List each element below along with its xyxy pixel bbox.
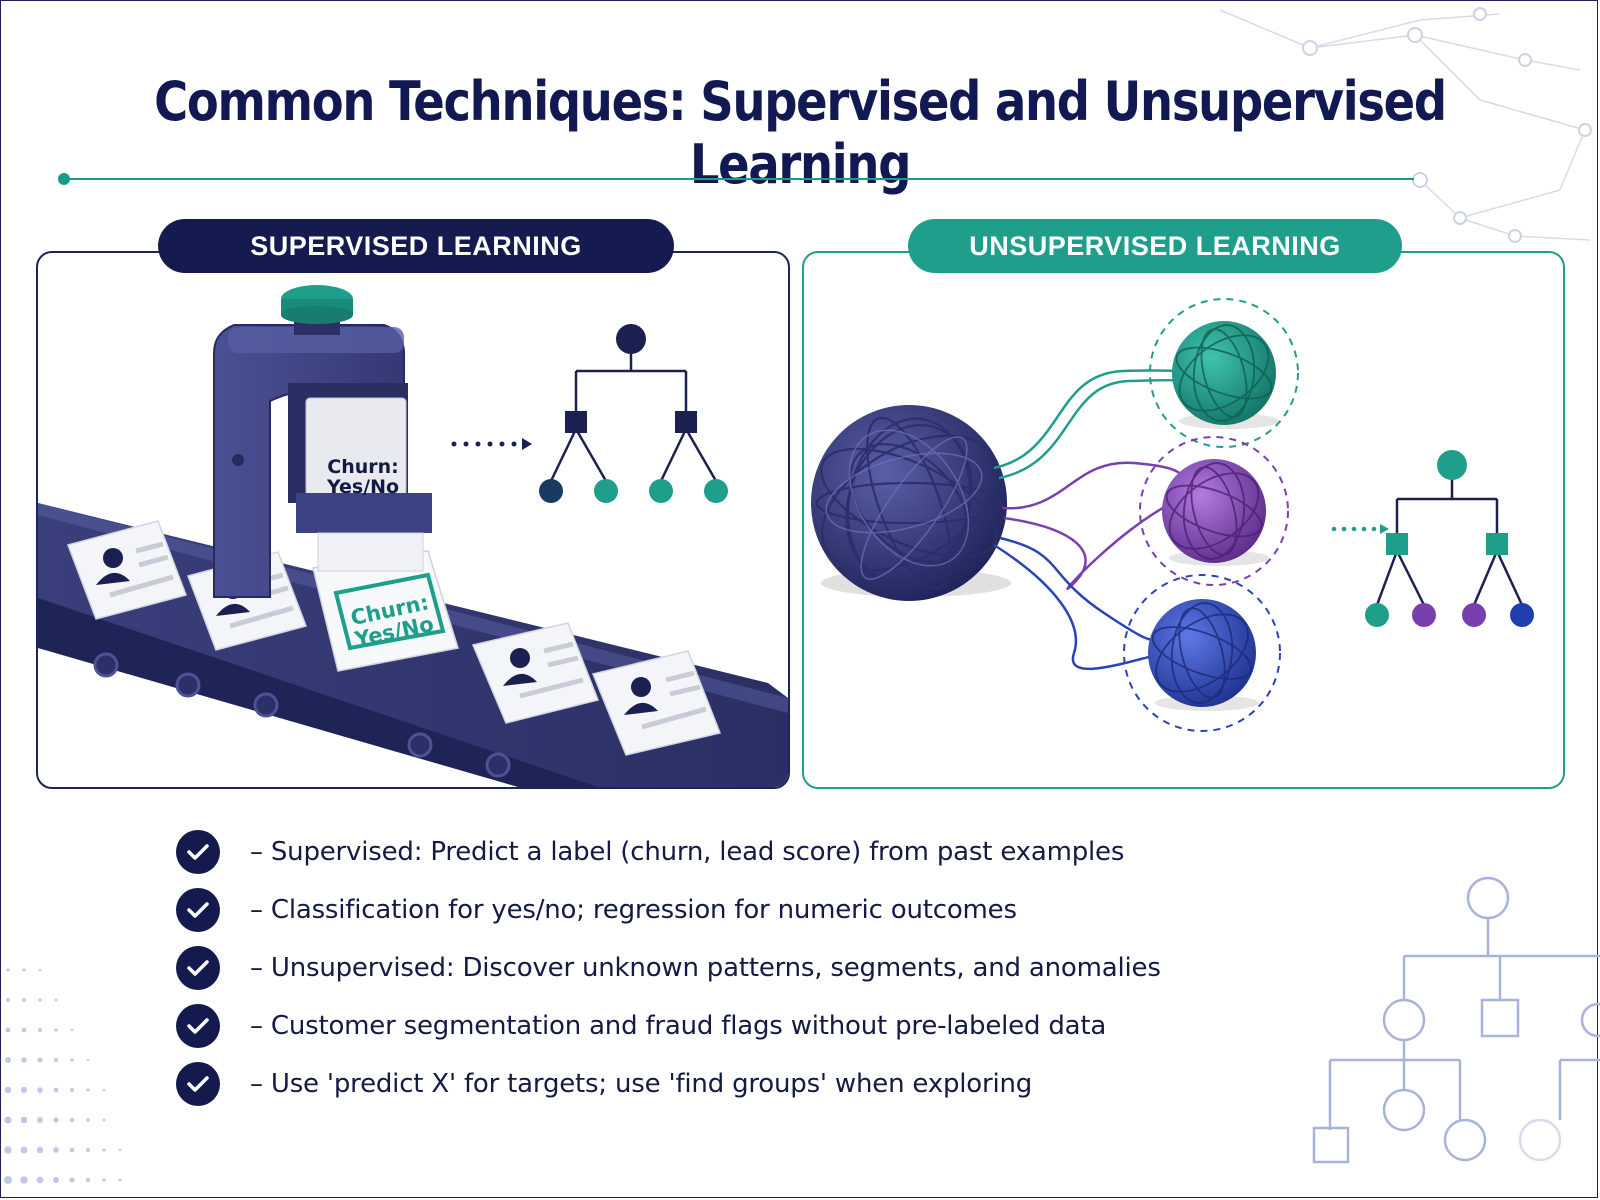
dotted-arrow xyxy=(1331,524,1389,534)
yarn-ball-icon xyxy=(811,405,1007,601)
list-item: – Classification for yes/no; regression … xyxy=(176,881,1161,939)
bullet-text: – Customer segmentation and fraud flags … xyxy=(250,1011,1107,1041)
unsupervised-panel xyxy=(802,251,1565,789)
customer-card-3 xyxy=(471,622,600,724)
bullet-list: – Supervised: Predict a label (churn, le… xyxy=(176,823,1161,1113)
supervised-illustration xyxy=(38,285,788,787)
bullet-text: – Unsupervised: Discover unknown pattern… xyxy=(250,953,1161,983)
teal-yarn-icon xyxy=(1172,321,1276,425)
bullet-text: – Supervised: Predict a label (churn, le… xyxy=(250,837,1125,867)
supervised-panel: Churn: Yes/No Churn: Yes/No xyxy=(36,251,790,789)
check-icon xyxy=(176,1004,220,1048)
bullet-text: – Classification for yes/no; regression … xyxy=(250,895,1017,925)
purple-yarn-icon xyxy=(1162,459,1266,563)
decision-tree-icon xyxy=(549,342,718,482)
supervised-heading: SUPERVISED LEARNING xyxy=(158,219,674,273)
title-divider xyxy=(64,178,1414,180)
customer-card-1 xyxy=(67,520,187,620)
machine-label-line2: Yes/No xyxy=(326,475,400,498)
check-icon xyxy=(176,946,220,990)
customer-card-4 xyxy=(591,650,722,756)
network-decoration xyxy=(1219,7,1592,243)
bullet-text: – Use 'predict X' for targets; use 'find… xyxy=(250,1069,1033,1099)
machine-label-line1: Churn: xyxy=(327,456,399,478)
check-icon xyxy=(176,888,220,932)
divider-dot xyxy=(58,173,70,185)
stamped-card xyxy=(312,532,459,672)
check-icon xyxy=(176,830,220,874)
list-item: – Customer segmentation and fraud flags … xyxy=(176,997,1161,1055)
dotted-arrow xyxy=(451,438,532,450)
decorative-tree xyxy=(1312,876,1600,1164)
list-item: – Unsupervised: Discover unknown pattern… xyxy=(176,939,1161,997)
list-item: – Use 'predict X' for targets; use 'find… xyxy=(176,1055,1161,1113)
check-icon xyxy=(176,1062,220,1106)
list-item: – Supervised: Predict a label (churn, le… xyxy=(176,823,1161,881)
dot-pattern-decoration xyxy=(4,968,122,1184)
blue-yarn-icon xyxy=(1148,599,1256,707)
page-title: Common Techniques: Supervised and Unsupe… xyxy=(154,70,1447,196)
unsupervised-illustration xyxy=(811,298,1534,732)
labeling-machine xyxy=(213,285,432,598)
machine-label: Churn: Yes/No xyxy=(320,456,406,498)
unsupervised-heading: UNSUPERVISED LEARNING xyxy=(908,219,1402,273)
